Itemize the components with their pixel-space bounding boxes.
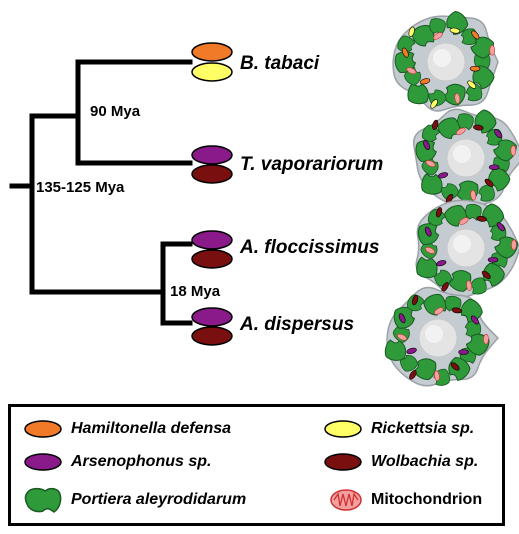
arsenophonus-particle: [494, 129, 503, 139]
wolbachia-oval-icon: [324, 453, 362, 471]
arsenophonus-particle: [424, 226, 432, 237]
bacteriocyte-cells: [383, 8, 519, 388]
hamiltonella-particle: [469, 65, 481, 72]
rickettsia-particle: [467, 80, 477, 89]
tree-branches: [9, 59, 193, 326]
nucleus-highlight: [425, 325, 443, 343]
hamiltonella-oval: [191, 42, 233, 62]
rickettsia-particle: [449, 27, 461, 34]
arsenophonus-particle: [436, 260, 447, 267]
legend-label-rickettsia: Rickettsia sp.: [371, 420, 475, 437]
wolbachia-particle: [481, 270, 491, 279]
legend-label-wolbachia: Wolbachia sp.: [371, 453, 479, 470]
wolbachia-oval: [191, 164, 233, 184]
mitochondrion-particle: [511, 239, 517, 251]
wolbachia-particle: [473, 124, 484, 131]
arsenophonus-particle: [488, 164, 500, 171]
mitochondrion-particle: [425, 160, 436, 167]
legend-item-mitochondrion: Mitochondrion: [329, 487, 482, 513]
arsenophonus-oval: [191, 230, 233, 250]
wolbachia-particle: [409, 370, 417, 380]
mitochondrion-particle: [425, 246, 436, 254]
mitochondrion-icon: [330, 489, 362, 511]
symbiont-pair-a-dispersus: [191, 307, 233, 346]
wolbachia-oval: [191, 249, 233, 269]
arsenophonus-particle: [470, 315, 479, 325]
arsenophonus-oval: [191, 145, 233, 165]
mitochondrion-particle: [459, 217, 469, 225]
wolbachia-particle: [435, 207, 443, 218]
arsenophonus-particle: [458, 349, 469, 355]
symbiont-pair-b-tabaci: [191, 42, 233, 82]
species-label-a-dispersus: A. dispersus: [239, 314, 354, 335]
wolbachia-particle: [412, 294, 419, 306]
arsenophonus-particle: [423, 140, 430, 151]
nucleus-highlight: [453, 145, 471, 163]
bacteriocyte-cell-a-dispersus: [383, 286, 500, 388]
mitochondrion-particle: [483, 333, 489, 345]
wolbachia-particle: [432, 119, 439, 131]
mitochondrion-particle: [470, 189, 477, 201]
symbiont-pair-t-vaporariorum: [191, 145, 233, 184]
arsenophonus-particle: [496, 222, 505, 232]
age-label-18: 18 Mya: [170, 283, 221, 300]
mitochondrion-particle: [434, 307, 444, 315]
bacteriocyte-cell-b-tabaci: [392, 8, 499, 112]
mitochondrion-particle: [510, 145, 517, 156]
mitochondrion-particle: [433, 32, 443, 40]
mitochondrion-particle: [456, 127, 466, 136]
species-label-a-floccissimus: A. floccissimus: [239, 237, 379, 258]
symbiont-pair-a-floccissimus: [191, 230, 233, 269]
legend-item-portiera: Portiera aleyrodidarum: [23, 485, 246, 515]
hamiltonella-particle: [401, 47, 409, 58]
legend-item-wolbachia: Wolbachia sp.: [323, 452, 478, 472]
bacteriocyte-cell-t-vaporariorum: [412, 106, 519, 208]
bacteriocyte-cell-a-floccissimus: [415, 199, 519, 300]
rickettsia-oval-icon: [324, 420, 362, 438]
mitochondrion-particle: [397, 333, 407, 341]
legend-box: Hamiltonella defensa Arsenophonus sp. Po…: [8, 404, 505, 526]
portiera-shape-icon: [24, 487, 62, 513]
hamiltonella-oval-icon: [24, 420, 62, 438]
arsenophonus-particle: [437, 172, 449, 179]
wolbachia-particle: [451, 307, 463, 314]
age-label-90: 90 Mya: [90, 103, 141, 120]
legend-label-portiera: Portiera aleyrodidarum: [71, 491, 247, 508]
rickettsia-particle: [408, 26, 415, 37]
wolbachia-particle: [484, 178, 494, 187]
legend-label-arsenophonus: Arsenophonus sp.: [71, 453, 212, 470]
arsenophonus-particle: [406, 347, 417, 354]
hamiltonella-particle: [471, 30, 480, 40]
legend-label-hamiltonella: Hamiltonella defensa: [71, 420, 232, 437]
mitochondrion-particle: [489, 45, 496, 56]
species-label-b-tabaci: B. tabaci: [240, 53, 320, 74]
rickettsia-oval: [191, 62, 233, 82]
nucleus-highlight: [453, 235, 471, 253]
wolbachia-particle: [476, 215, 487, 222]
mitochondrion-particle: [434, 370, 440, 382]
age-label-135-125: 135-125 Mya: [36, 179, 125, 196]
species-label-t-vaporariorum: T. vaporariorum: [240, 154, 383, 175]
legend-item-rickettsia: Rickettsia sp.: [323, 419, 474, 439]
nucleus-highlight: [433, 49, 451, 67]
hamiltonella-particle: [419, 78, 431, 85]
legend-item-hamiltonella: Hamiltonella defensa: [23, 419, 231, 439]
arsenophonus-oval: [191, 307, 233, 327]
wolbachia-particle: [450, 362, 460, 371]
mitochondrion-particle: [454, 93, 461, 104]
arsenophonus-oval-icon: [24, 453, 62, 471]
phylogenetic-tree: 90 Mya 135-125 Mya 18 Mya B. tabaci T. v…: [9, 8, 519, 388]
wolbachia-oval: [191, 326, 233, 346]
legend-item-arsenophonus: Arsenophonus sp.: [23, 452, 211, 472]
rickettsia-particle: [430, 99, 438, 109]
mitochondrion-particle: [466, 280, 472, 291]
mitochondrion-particle: [406, 67, 417, 75]
arsenophonus-particle: [398, 313, 406, 324]
legend-label-mitochondrion: Mitochondrion: [371, 491, 483, 508]
arsenophonus-particle: [487, 256, 499, 263]
